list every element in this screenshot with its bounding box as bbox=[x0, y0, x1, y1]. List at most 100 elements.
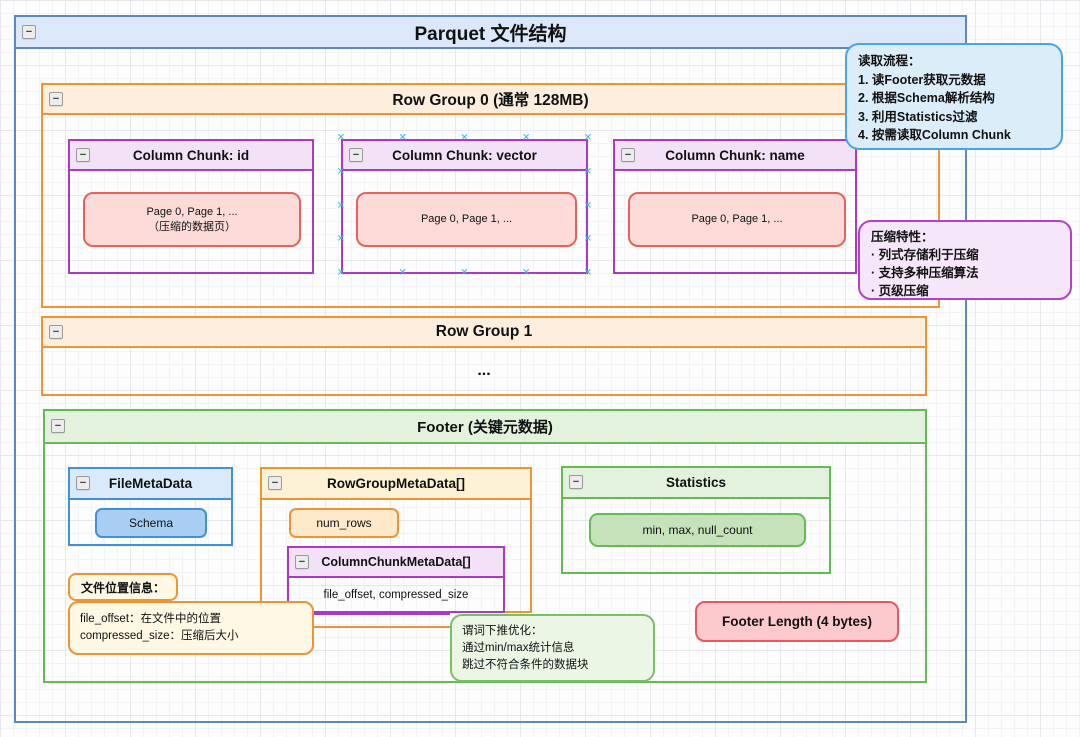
page-list-box[interactable]: Page 0, Page 1, ... （压缩的数据页） bbox=[83, 192, 301, 247]
row-group-1-header: − Row Group 1 bbox=[43, 318, 925, 348]
collapse-icon[interactable]: − bbox=[76, 148, 90, 162]
footer-title: Footer (关键元数据) bbox=[417, 419, 553, 436]
column-chunk-id-header: − Column Chunk: id bbox=[70, 141, 312, 171]
min-max-label: min, max, null_count bbox=[642, 523, 753, 537]
file-position-line: file_offset：在文件中的位置 bbox=[80, 613, 222, 625]
footer-length-box[interactable]: Footer Length (4 bytes) bbox=[695, 601, 899, 642]
column-chunk-name-container[interactable]: − Column Chunk: name Page 0, Page 1, ... bbox=[613, 139, 857, 274]
resize-handle-icon[interactable]: ✕ bbox=[460, 267, 469, 279]
collapse-icon[interactable]: − bbox=[22, 25, 36, 39]
resize-handle-icon[interactable]: ✕ bbox=[522, 267, 531, 279]
file-position-label-box[interactable]: 文件位置信息： bbox=[68, 573, 178, 601]
footer-length-label: Footer Length (4 bytes) bbox=[721, 614, 872, 629]
resize-handle-icon[interactable]: ✕ bbox=[583, 166, 593, 178]
column-chunk-name-header: − Column Chunk: name bbox=[615, 141, 855, 171]
resize-handle-icon[interactable]: ✕ bbox=[336, 267, 346, 279]
file-meta-data-title: FileMetaData bbox=[108, 476, 193, 491]
parquet-file-container[interactable]: − Parquet 文件结构 bbox=[14, 15, 967, 723]
resize-handle-icon[interactable]: ✕ bbox=[583, 200, 593, 211]
column-chunk-meta-fields: file_offset, compressed_size bbox=[323, 588, 469, 601]
column-chunk-meta-data-container[interactable]: − ColumnChunkMetaData[] file_offset, com… bbox=[287, 546, 505, 613]
predicate-pushdown-line: 通过min/max统计信息 bbox=[462, 642, 575, 654]
resize-handle-icon[interactable]: ✕ bbox=[460, 132, 469, 144]
resize-handle-icon[interactable]: ✕ bbox=[583, 132, 593, 144]
column-chunk-id-container[interactable]: − Column Chunk: id Page 0, Page 1, ... （… bbox=[68, 139, 314, 274]
row-group-0-title: Row Group 0 (通常 128MB) bbox=[392, 92, 589, 109]
resize-handle-icon[interactable]: ✕ bbox=[583, 267, 593, 279]
selection-handles: ✕ ✕ ✕ ✕ ✕ ✕ ✕ ✕ ✕ ✕ ✕ ✕ ✕ ✕ ✕ ✕ bbox=[337, 133, 592, 278]
resize-handle-icon[interactable]: ✕ bbox=[398, 267, 407, 279]
column-chunk-vector-title: Column Chunk: vector bbox=[392, 147, 537, 163]
collapse-icon[interactable]: − bbox=[76, 476, 90, 490]
schema-box[interactable]: Schema bbox=[95, 508, 207, 538]
num-rows-box[interactable]: num_rows bbox=[289, 508, 399, 538]
row-group-0-header: − Row Group 0 (通常 128MB) bbox=[43, 85, 938, 115]
row-group-meta-data-header: − RowGroupMetaData[] bbox=[262, 469, 530, 500]
row-group-meta-data-container[interactable]: − RowGroupMetaData[] num_rows bbox=[260, 467, 532, 613]
collapse-icon[interactable]: − bbox=[569, 475, 583, 489]
read-flow-note[interactable]: 读取流程： 1. 读Footer获取元数据 2. 根据Schema解析结构 3.… bbox=[845, 43, 1063, 150]
resize-handle-icon[interactable]: ✕ bbox=[583, 233, 593, 245]
read-flow-step: 3. 利用Statistics过滤 bbox=[858, 109, 978, 124]
predicate-pushdown-title: 谓词下推优化： bbox=[462, 625, 543, 637]
read-flow-step: 4. 按需读取Column Chunk bbox=[858, 128, 1011, 142]
min-max-box[interactable]: min, max, null_count bbox=[589, 513, 806, 547]
read-flow-title: 读取流程： bbox=[858, 54, 921, 68]
num-rows-label: num_rows bbox=[316, 516, 372, 530]
file-meta-data-header: − FileMetaData bbox=[70, 469, 231, 500]
column-chunk-vector-container[interactable]: − Column Chunk: vector Page 0, Page 1, .… bbox=[341, 139, 588, 274]
resize-handle-icon[interactable]: ✕ bbox=[398, 132, 407, 144]
file-meta-data-container[interactable]: − FileMetaData Schema bbox=[68, 467, 233, 546]
parquet-file-header: − Parquet 文件结构 bbox=[16, 17, 965, 49]
footer-header: − Footer (关键元数据) bbox=[45, 411, 925, 444]
statistics-header: − Statistics bbox=[563, 468, 829, 499]
column-chunk-id-title: Column Chunk: id bbox=[132, 147, 250, 163]
row-group-meta-data-title: RowGroupMetaData[] bbox=[327, 476, 465, 491]
resize-handle-icon[interactable]: ✕ bbox=[336, 132, 346, 144]
collapse-icon[interactable]: − bbox=[268, 476, 282, 490]
compression-line: · 列式存储利于压缩 bbox=[871, 248, 979, 262]
footer-container[interactable]: − Footer (关键元数据) bbox=[43, 409, 927, 683]
statistics-title: Statistics bbox=[665, 475, 727, 490]
read-flow-step: 1. 读Footer获取元数据 bbox=[858, 72, 986, 87]
column-chunk-vector-header: − Column Chunk: vector bbox=[343, 141, 586, 171]
page-list-text: Page 0, Page 1, ... bbox=[420, 213, 513, 225]
column-chunk-meta-data-title: ColumnChunkMetaData[] bbox=[321, 555, 471, 569]
collapse-icon[interactable]: − bbox=[49, 325, 63, 339]
page-list-box[interactable]: Page 0, Page 1, ... bbox=[628, 192, 846, 247]
compression-title: 压缩特性： bbox=[871, 230, 934, 244]
page-list-note: （压缩的数据页） bbox=[148, 220, 236, 233]
statistics-container[interactable]: − Statistics min, max, null_count bbox=[561, 466, 831, 574]
resize-handle-icon[interactable]: ✕ bbox=[336, 200, 346, 211]
collapse-icon[interactable]: − bbox=[49, 92, 63, 106]
compression-note[interactable]: 压缩特性： · 列式存储利于压缩 · 支持多种压缩算法 · 页级压缩 bbox=[858, 220, 1072, 300]
row-group-1-ellipsis: ... bbox=[477, 362, 491, 379]
row-group-1-container[interactable]: − Row Group 1 ... bbox=[41, 316, 927, 396]
collapse-icon[interactable]: − bbox=[51, 419, 65, 433]
predicate-pushdown-line: 跳过不符合条件的数据块 bbox=[462, 659, 589, 671]
compression-line: · 支持多种压缩算法 bbox=[871, 266, 979, 280]
compression-line: · 页级压缩 bbox=[871, 284, 929, 298]
page-list-box[interactable]: Page 0, Page 1, ... bbox=[356, 192, 577, 247]
connector-line-purple bbox=[313, 613, 450, 615]
row-group-1-title: Row Group 1 bbox=[435, 323, 533, 340]
read-flow-step: 2. 根据Schema解析结构 bbox=[858, 91, 995, 105]
column-chunk-name-title: Column Chunk: name bbox=[665, 147, 805, 163]
resize-handle-icon[interactable]: ✕ bbox=[522, 132, 531, 144]
collapse-icon[interactable]: − bbox=[295, 555, 309, 569]
page-list-text: Page 0, Page 1, ... bbox=[691, 213, 783, 225]
resize-handle-icon[interactable]: ✕ bbox=[336, 233, 346, 245]
page-list-text: Page 0, Page 1, ... bbox=[146, 205, 238, 218]
predicate-pushdown-note[interactable]: 谓词下推优化： 通过min/max统计信息 跳过不符合条件的数据块 bbox=[450, 614, 655, 682]
row-group-0-container[interactable]: − Row Group 0 (通常 128MB) bbox=[41, 83, 940, 308]
resize-handle-icon[interactable]: ✕ bbox=[336, 166, 346, 178]
file-position-note[interactable]: file_offset：在文件中的位置 compressed_size：压缩后大… bbox=[68, 601, 314, 655]
page-title: Parquet 文件结构 bbox=[414, 23, 567, 45]
schema-label: Schema bbox=[128, 516, 174, 530]
file-position-line: compressed_size：压缩后大小 bbox=[80, 630, 239, 642]
collapse-icon[interactable]: − bbox=[621, 148, 635, 162]
collapse-icon[interactable]: − bbox=[349, 148, 363, 162]
file-position-title: 文件位置信息： bbox=[80, 580, 165, 595]
column-chunk-meta-data-header: − ColumnChunkMetaData[] bbox=[289, 548, 503, 578]
